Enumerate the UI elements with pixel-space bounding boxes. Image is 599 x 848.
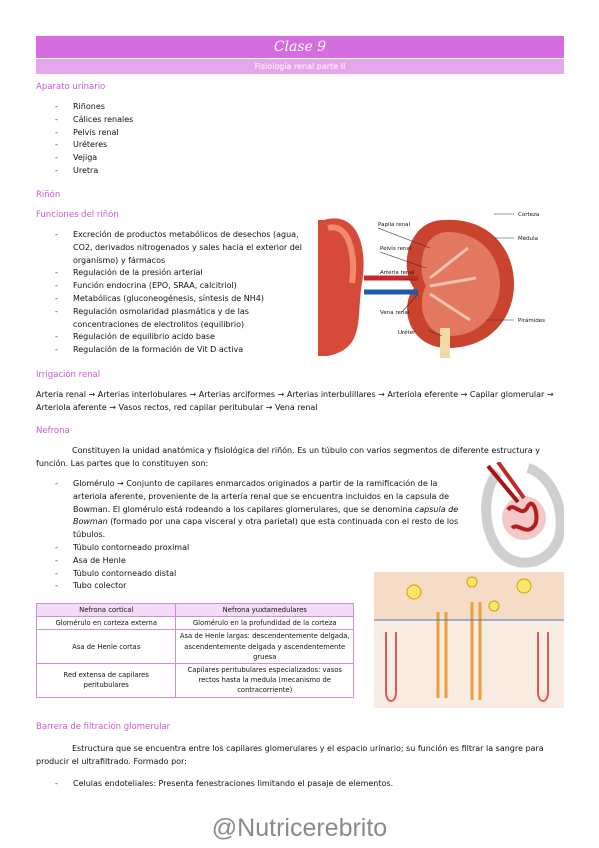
watermark: @Nutricerebrito — [211, 814, 388, 842]
label-corteza: Corteza — [518, 212, 539, 218]
nephron-types-illustration — [374, 572, 564, 708]
list-item: Túbulo contorneado proximal — [55, 542, 465, 555]
list-item: Celulas endoteliales: Presenta fenestrac… — [55, 778, 535, 791]
table-row: Glomérulo en corteza externa Glomérulo e… — [35, 616, 354, 631]
list-item-glomerulo: Glomérulo → Conjunto de capilares enmarc… — [55, 478, 465, 542]
heading-rinon: Riñón — [36, 190, 61, 200]
barrera-intro: Estructura que se encuentra entre los ca… — [36, 742, 564, 768]
table-row: Asa de Henle cortas Asa de Henle largas:… — [35, 629, 354, 665]
heading-barrera: Barrera de filtración glomerular — [36, 722, 171, 732]
table-cell: Capilares peritubulares especializados: … — [175, 663, 354, 698]
table-header-row: Nefrona cortical Nefrona yuxtamedulares — [35, 602, 354, 618]
list-item: Pelvis renal — [55, 127, 255, 140]
label-medula: Médula — [518, 235, 538, 242]
list-item: Metabólicas (gluconeogénesis, síntesis d… — [55, 293, 310, 306]
label-vena: Vena renal — [380, 310, 410, 316]
table-cell: Red extensa de capilares peritubulares — [35, 663, 177, 698]
table-cell: Asa de Henle cortas — [35, 629, 177, 665]
heading-aparato-urinario: Aparato urinario — [36, 82, 106, 92]
table-header-yuxtamedular: Nefrona yuxtamedulares — [175, 602, 354, 618]
list-item: Regulación de la presión arterial — [55, 267, 310, 280]
nefrona-list: Glomérulo → Conjunto de capilares enmarc… — [55, 478, 465, 593]
table-cell: Glomérulo en corteza externa — [35, 616, 177, 631]
aparato-list: Riñones Cálices renales Pelvis renal Uré… — [55, 101, 255, 178]
table-row: Red extensa de capilares peritubulares C… — [35, 663, 354, 698]
irrigacion-text: Arteria renal → Arterias interlobulares … — [36, 390, 554, 412]
page-title: Clase 9 — [36, 36, 564, 58]
heading-nefrona: Nefrona — [36, 426, 70, 436]
nefrona-intro-text: Constituyen la unidad anatómica y fisiol… — [36, 446, 540, 468]
table-cell: Asa de Henle largas: descendentemente de… — [175, 629, 354, 665]
label-ureter: Uréter — [398, 329, 416, 336]
heading-funciones: Funciones del riñón — [36, 210, 119, 220]
list-item: Asa de Henle — [55, 555, 465, 568]
funciones-list: Excreción de productos metabólicos de de… — [55, 229, 310, 357]
list-item: Regulación de la formación de Vit D acti… — [55, 344, 310, 357]
list-item: Cálices renales — [55, 114, 255, 127]
barrera-text: Estructura que se encuentra entre los ca… — [36, 744, 544, 766]
label-piramides: Pirámides — [518, 317, 545, 324]
list-item: Túbulo contorneado distal — [55, 568, 465, 581]
glomerulus-illustration — [478, 460, 566, 570]
label-pelvis: Pelvis renal — [380, 246, 412, 252]
table-cell: Glomérulo en la profundidad de la cortez… — [175, 616, 354, 631]
list-item: Uretra — [55, 165, 255, 178]
table-header-cortical: Nefrona cortical — [35, 602, 177, 618]
list-item: Riñones — [55, 101, 255, 114]
list-item: Vejiga — [55, 152, 255, 165]
kidney-illustration: Papila renal Pelvis renal Arteria renal … — [318, 208, 564, 358]
list-item: Tubo colector — [55, 580, 465, 593]
barrera-list: Celulas endoteliales: Presenta fenestrac… — [55, 778, 535, 791]
list-item: Regulación osmolaridad plasmática y de l… — [55, 306, 310, 332]
label-arteria: Arteria renal — [380, 270, 415, 276]
nephron-comparison-table: Nefrona cortical Nefrona yuxtamedulares … — [35, 602, 354, 698]
nefrona-intro: Constituyen la unidad anatómica y fisiol… — [36, 444, 564, 470]
list-item: Función endocrina (EPO, SRAA, calcitriol… — [55, 280, 310, 293]
heading-irrigacion: Irrigación renal — [36, 370, 101, 380]
list-item: Excreción de productos metabólicos de de… — [55, 229, 310, 267]
list-item: Uréteres — [55, 139, 255, 152]
page-subtitle: Fisiología renal parte II — [36, 59, 564, 74]
label-papila: Papila renal — [378, 222, 410, 228]
list-item: Regulación de equilibrio acido base — [55, 331, 310, 344]
